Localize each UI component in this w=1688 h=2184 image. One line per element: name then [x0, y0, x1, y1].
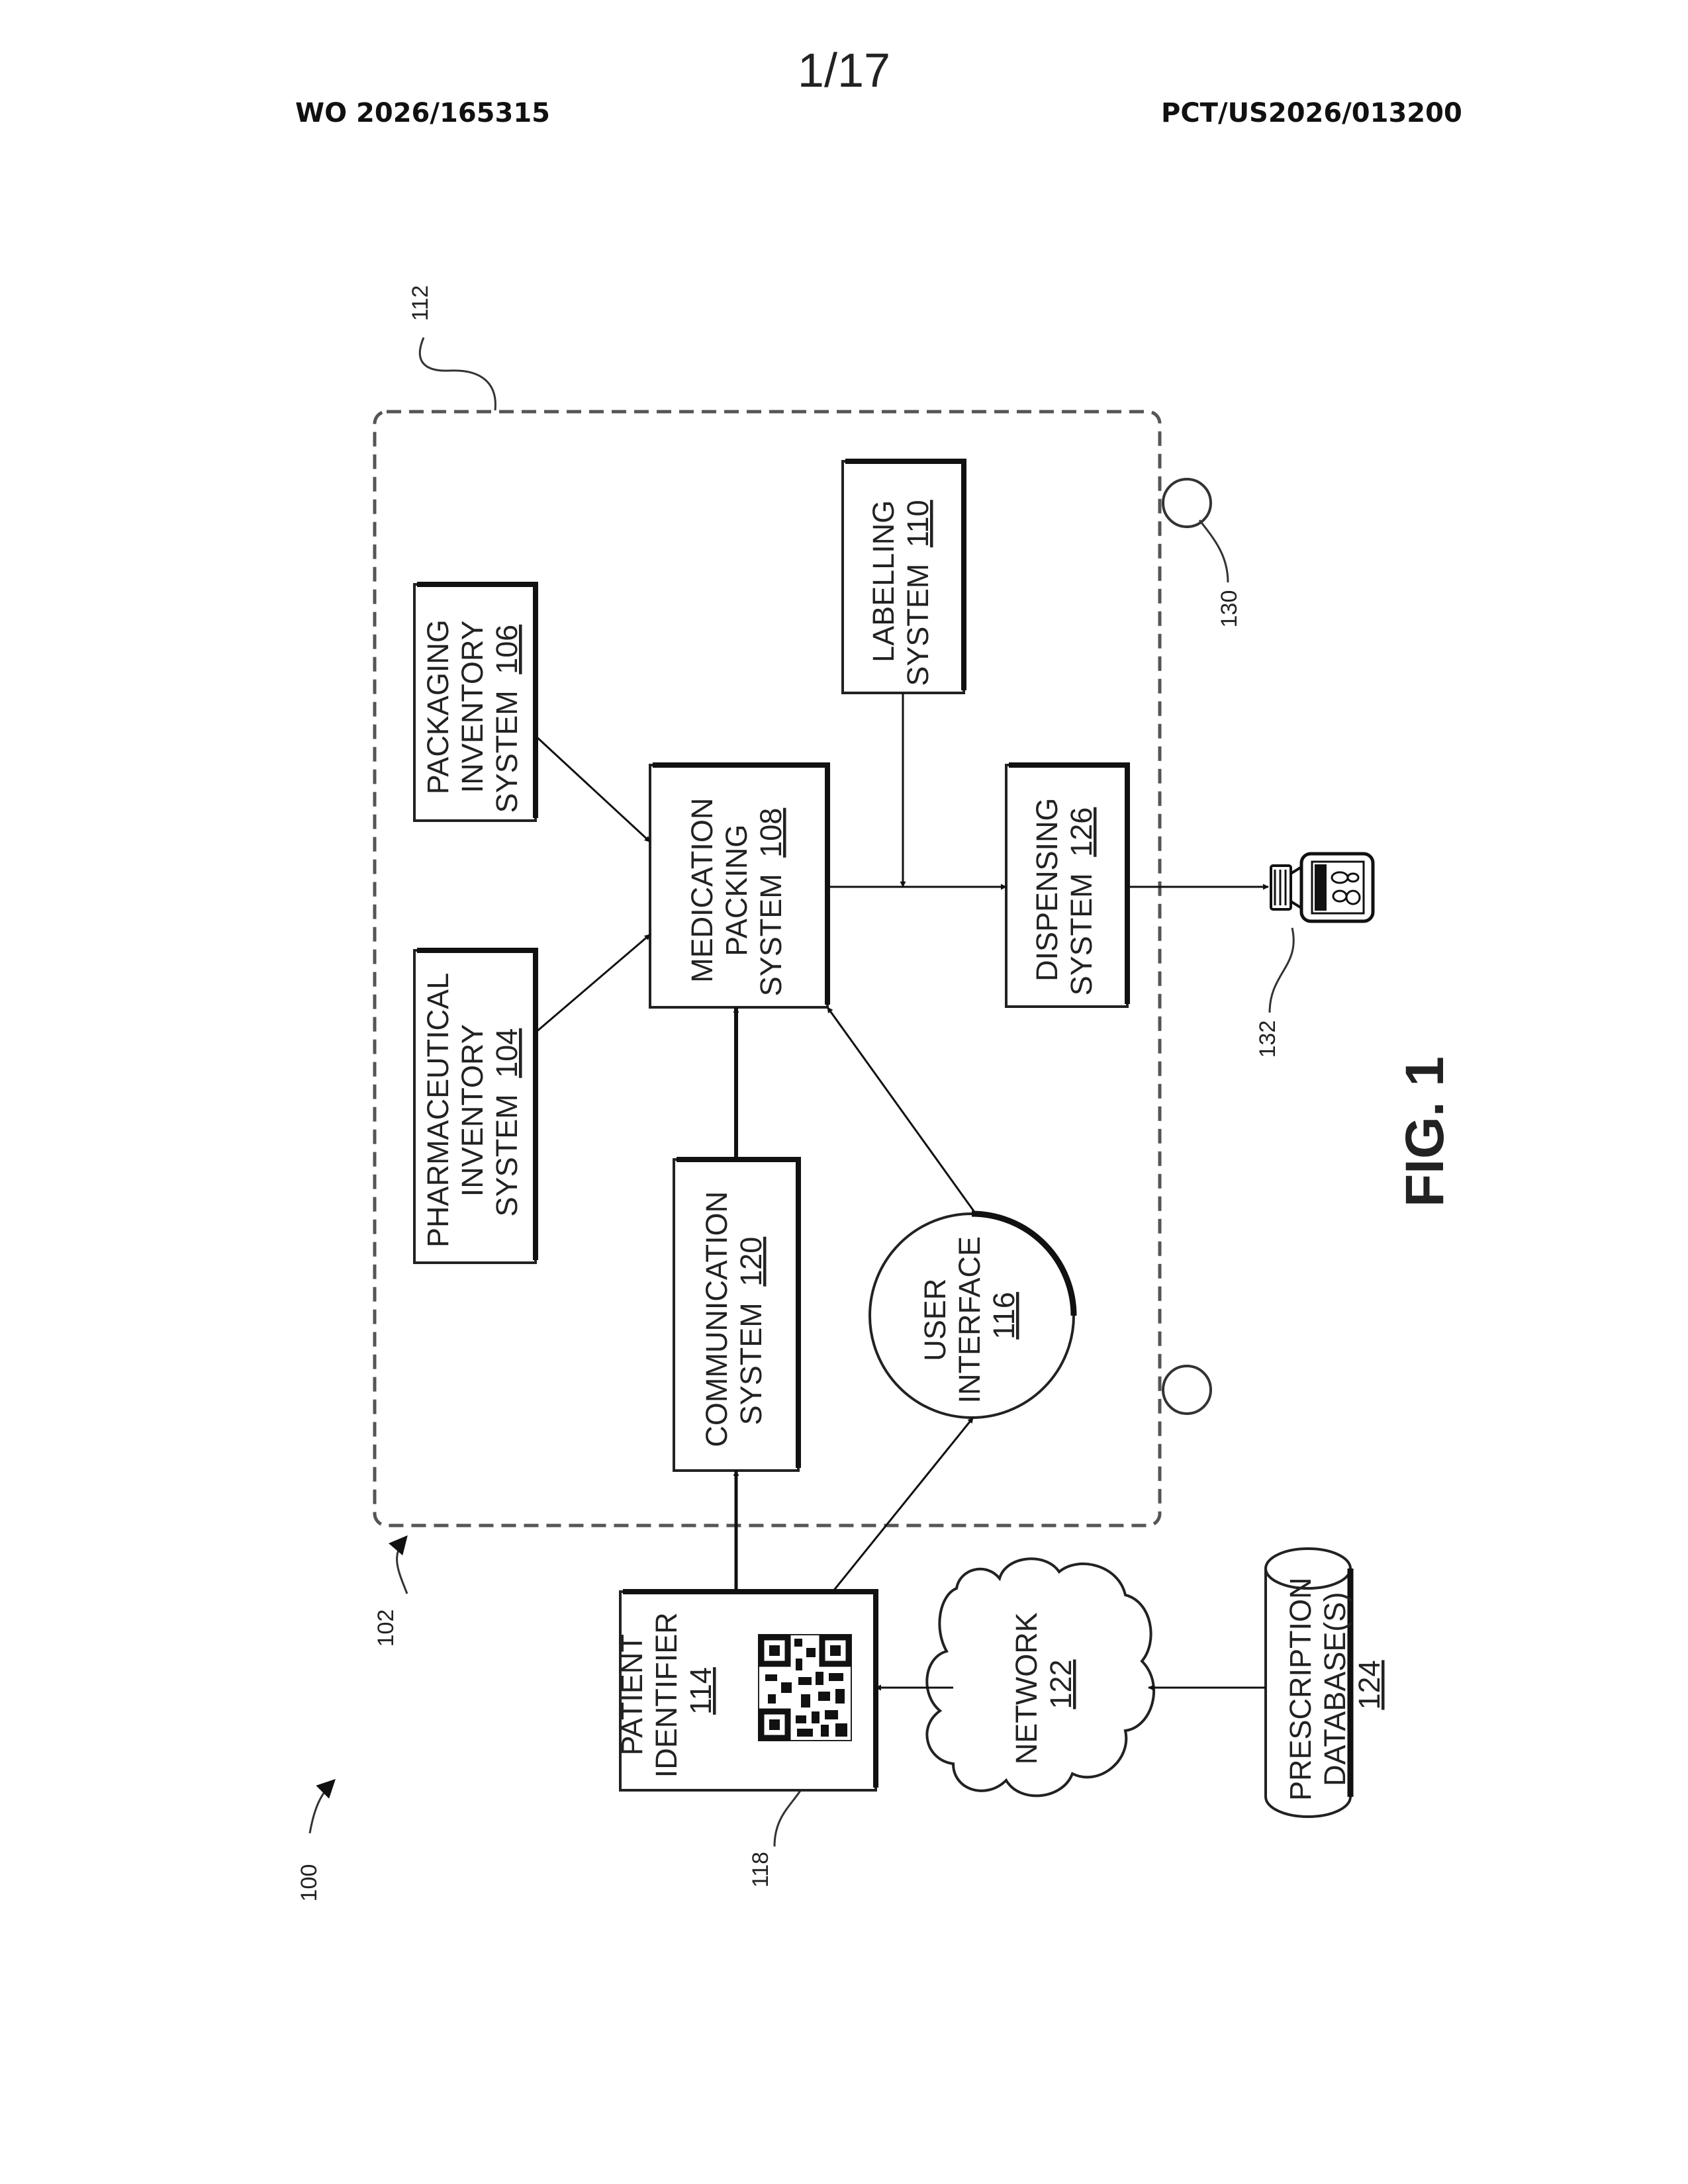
leader-100 — [310, 1780, 334, 1833]
wheel-bottom — [1163, 1366, 1211, 1414]
dispensing-line-2: SYSTEM — [1064, 873, 1098, 995]
pill-bottle-icon — [1271, 854, 1373, 921]
labelling-line-2: SYSTEM — [901, 564, 935, 686]
patient-identifier-line-1: PATIENT — [615, 1635, 649, 1756]
user-interface-line-2: INTERFACE — [953, 1236, 986, 1404]
patient-identifier-line-2: IDENTIFIER — [649, 1612, 683, 1778]
arrow-104-to-108 — [536, 934, 650, 1032]
network-ref: 122 — [1044, 1659, 1078, 1709]
medication-packing-ref: 108 — [754, 808, 788, 858]
prescription-db-line-1: PRESCRIPTION — [1284, 1577, 1317, 1801]
prescription-db-line-2: DATABASE(S) — [1318, 1592, 1352, 1786]
arrow-106-to-108 — [536, 736, 650, 842]
ref-100: 100 — [297, 1864, 322, 1902]
pharmaceutical-inventory-ref: 104 — [490, 1028, 524, 1078]
pharmaceutical-inventory-line-2: INVENTORY — [455, 1024, 489, 1197]
dispensing-ref: 126 — [1064, 807, 1098, 857]
figure-label: FIG. 1 — [1395, 1056, 1455, 1207]
svg-text:DISPENSING SYSTEM 126: DISPENSING SYSTEM 126 — [1030, 790, 1098, 995]
patient-identifier-ref: 114 — [684, 1667, 718, 1715]
user-interface-ref: 116 — [987, 1292, 1021, 1340]
packaging-inventory-line-2: INVENTORY — [455, 620, 489, 793]
medication-packing-line-2: PACKING — [720, 825, 753, 956]
qr-code — [759, 1635, 851, 1741]
leader-132 — [1270, 928, 1293, 1013]
packaging-inventory-ref: 106 — [490, 625, 524, 674]
network-line-1: NETWORK — [1009, 1612, 1043, 1764]
pharmaceutical-inventory-line-3: SYSTEM — [490, 1094, 524, 1216]
arrow-116-to-108 — [827, 1007, 976, 1214]
communication-line-2: SYSTEM — [734, 1302, 768, 1425]
medication-packing-line-1: MEDICATION — [685, 798, 719, 983]
dispensing-line-1: DISPENSING — [1030, 797, 1064, 981]
ref-132: 132 — [1255, 1021, 1280, 1058]
leader-112 — [420, 338, 495, 410]
ref-102: 102 — [373, 1610, 399, 1647]
medication-packing-line-3: SYSTEM — [754, 874, 788, 996]
svg-text:LABELLING SYSTEM 110: LABELLING SYSTEM 110 — [867, 492, 935, 686]
labelling-line-1: LABELLING — [867, 500, 900, 662]
ref-112: 112 — [408, 285, 433, 321]
svg-text:PRESCRIPTION DATABASE(S): PRESCRIPTION DATABASE(S) 124 — [1284, 1569, 1386, 1801]
communication-line-1: COMMUNICATION — [700, 1191, 733, 1447]
ref-130: 130 — [1217, 590, 1242, 628]
packaging-inventory-line-3: SYSTEM — [490, 690, 524, 813]
arrow-114-to-116 — [833, 1418, 973, 1592]
ref-118: 118 — [748, 1852, 773, 1888]
leader-102 — [397, 1537, 407, 1594]
communication-ref: 120 — [734, 1237, 768, 1287]
svg-text:PACKAGING INVENTORY SY: PACKAGING INVENTORY SYSTEM 106 — [421, 612, 524, 813]
pharmaceutical-inventory-line-1: PHARMACEUTICAL — [421, 974, 455, 1248]
packaging-inventory-line-1: PACKAGING — [421, 619, 455, 794]
user-interface-line-1: USER — [918, 1279, 952, 1361]
wheel-top — [1163, 479, 1211, 527]
prescription-db-ref: 124 — [1352, 1660, 1386, 1709]
leader-130 — [1199, 520, 1228, 582]
labelling-ref: 110 — [901, 500, 935, 547]
